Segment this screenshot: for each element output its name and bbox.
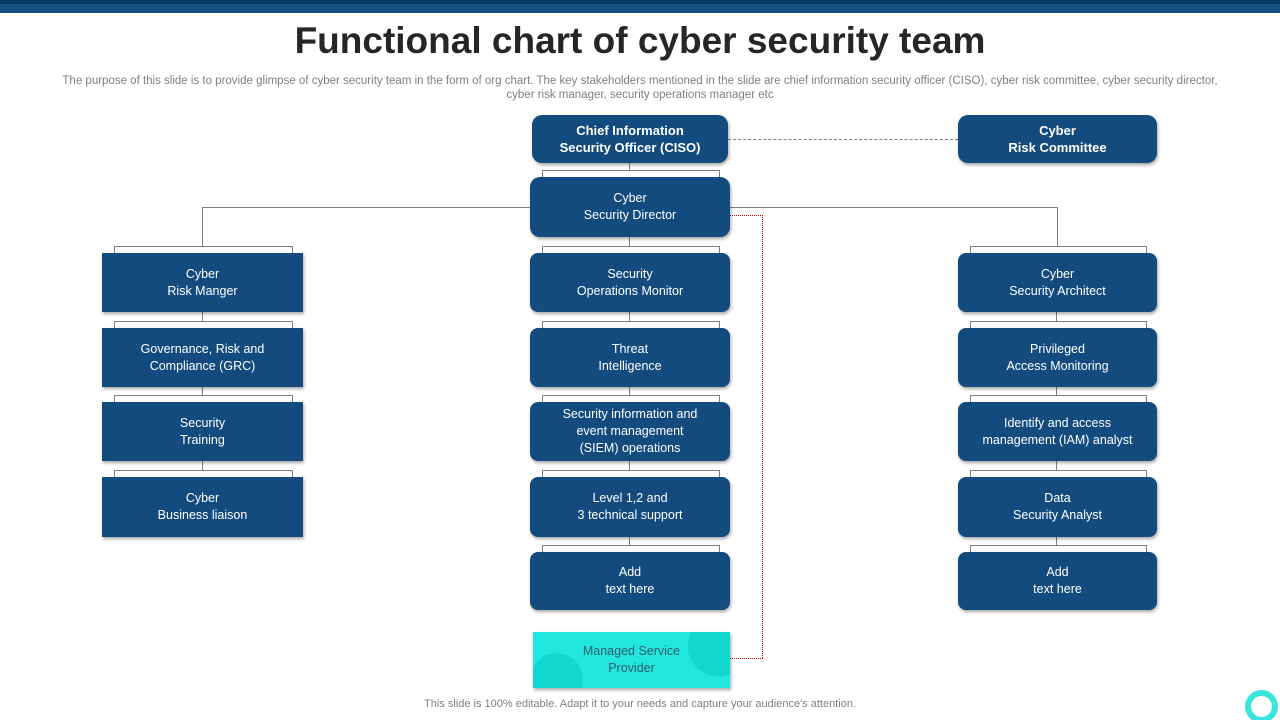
connector-stub xyxy=(202,312,203,321)
connector-bracket xyxy=(970,395,1147,403)
connector-bracket xyxy=(114,321,293,329)
node-threat-intelligence: Threat Intelligence xyxy=(530,328,730,387)
connector-bracket-director xyxy=(542,170,720,178)
connector-stub xyxy=(629,461,630,470)
connector-bracket xyxy=(970,470,1147,478)
connector-bracket xyxy=(114,246,293,254)
page-title: Functional chart of cyber security team xyxy=(294,20,986,61)
red-dotted-link-bottom xyxy=(730,658,763,659)
brand-logo-ring-icon xyxy=(1245,690,1278,720)
connector-stub xyxy=(1056,537,1057,545)
node-security-operations-monitor: Security Operations Monitor xyxy=(530,253,730,312)
node-director: Cyber Security Director xyxy=(530,177,730,237)
slide-description: The purpose of this slide is to provide … xyxy=(62,75,1218,101)
node-security-training: Security Training xyxy=(102,402,303,461)
node-privileged-access-monitoring: Privileged Access Monitoring xyxy=(958,328,1157,387)
connector-ciso-committee xyxy=(728,139,958,140)
connector-bracket xyxy=(542,321,720,329)
connector-stub xyxy=(1056,312,1057,321)
node-cyber-security-architect: Cyber Security Architect xyxy=(958,253,1157,312)
connector-stub xyxy=(629,312,630,321)
footer-note: This slide is 100% editable. Adapt it to… xyxy=(424,698,856,710)
node-managed-service-provider: Managed Service Provider xyxy=(533,632,730,688)
node-technical-support: Level 1,2 and 3 technical support xyxy=(530,477,730,537)
node-add-text-middle: Add text here xyxy=(530,552,730,610)
node-cyber-business-liaison: Cyber Business liaison xyxy=(102,477,303,537)
node-risk-committee: Cyber Risk Committee xyxy=(958,115,1157,163)
connector-stub xyxy=(629,537,630,545)
connector-stub xyxy=(202,387,203,395)
connector-bracket xyxy=(542,395,720,403)
connector-bracket xyxy=(542,246,720,254)
connector-bracket xyxy=(970,246,1147,254)
red-dotted-link-top xyxy=(730,215,763,216)
connector-bracket xyxy=(970,545,1147,553)
node-ciso: Chief Information Security Officer (CISO… xyxy=(532,115,728,163)
red-dotted-link-side xyxy=(762,215,763,658)
connector-bracket xyxy=(114,470,293,478)
node-iam-analyst: Identify and access management (IAM) ana… xyxy=(958,402,1157,461)
node-add-text-right: Add text here xyxy=(958,552,1157,610)
connector-bracket xyxy=(970,321,1147,329)
connector-drop-left xyxy=(202,207,203,246)
node-siem-operations: Security information and event managemen… xyxy=(530,402,730,461)
node-cyber-risk-manger: Cyber Risk Manger xyxy=(102,253,303,312)
connector-stub xyxy=(202,461,203,470)
connector-bracket xyxy=(542,470,720,478)
connector-ciso-director xyxy=(629,163,630,170)
connector-drop-right xyxy=(1057,207,1058,246)
top-accent-bar xyxy=(0,0,1280,13)
connector-bracket xyxy=(542,545,720,553)
node-grc: Governance, Risk and Compliance (GRC) xyxy=(102,328,303,387)
connector-stub xyxy=(1056,387,1057,395)
connector-director-down xyxy=(629,237,630,246)
connector-bracket xyxy=(114,395,293,403)
connector-stub xyxy=(1056,461,1057,470)
connector-stub xyxy=(629,387,630,395)
node-data-security-analyst: Data Security Analyst xyxy=(958,477,1157,537)
